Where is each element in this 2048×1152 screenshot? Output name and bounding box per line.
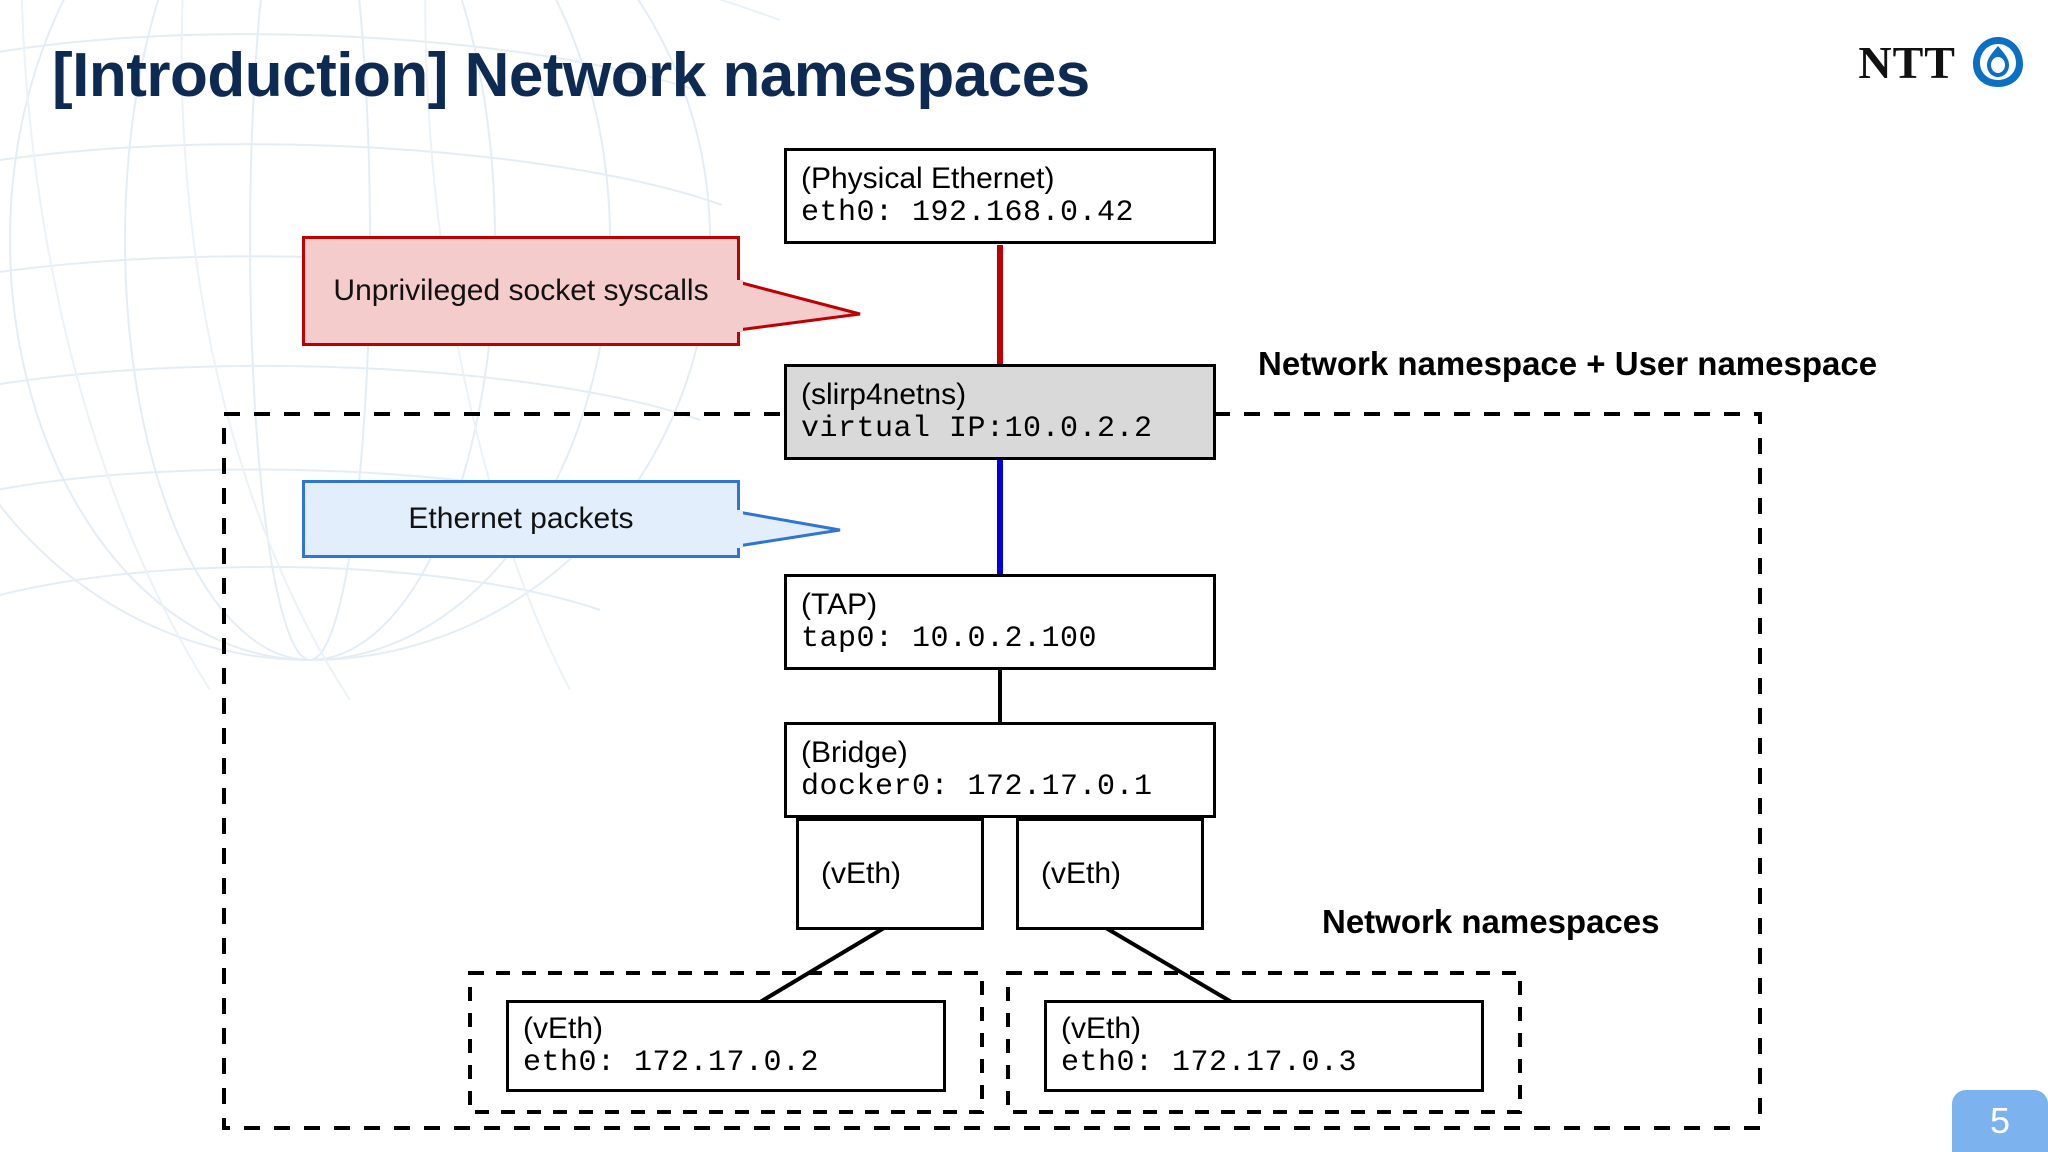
callout-unprivileged-socket-syscalls[interactable]: Unprivileged socket syscalls bbox=[302, 236, 862, 346]
page-title: [Introduction] Network namespaces bbox=[52, 41, 1090, 110]
node-slirp4netns-kind: (slirp4netns) bbox=[801, 377, 967, 411]
node-container-left[interactable]: (vEth) eth0: 172.17.0.2 bbox=[506, 1000, 946, 1092]
node-tap[interactable]: (TAP) tap0: 10.0.2.100 bbox=[784, 574, 1216, 670]
label-outer-namespace: Network namespace + User namespace bbox=[1258, 345, 1878, 382]
node-tap-address: tap0: 10.0.2.100 bbox=[801, 622, 1098, 656]
node-slirp4netns[interactable]: (slirp4netns) virtual IP:10.0.2.2 bbox=[784, 364, 1216, 460]
node-veth-host-left-kind: (vEth) bbox=[821, 857, 902, 891]
node-physical-ethernet-kind: (Physical Ethernet) bbox=[801, 161, 1055, 195]
node-veth-host-left[interactable]: (vEth) bbox=[796, 818, 984, 930]
node-bridge-kind: (Bridge) bbox=[801, 735, 908, 769]
ntt-logo: NTT bbox=[1858, 34, 2026, 90]
node-tap-kind: (TAP) bbox=[801, 587, 878, 621]
node-container-right[interactable]: (vEth) eth0: 172.17.0.3 bbox=[1044, 1000, 1484, 1092]
ntt-wordmark: NTT bbox=[1858, 36, 1956, 88]
node-bridge-address: docker0: 172.17.0.1 bbox=[801, 770, 1153, 804]
node-container-left-kind: (vEth) bbox=[523, 1011, 604, 1045]
label-inner-namespaces: Network namespaces bbox=[1322, 903, 1660, 940]
callout-ethernet-body: Ethernet packets bbox=[302, 480, 740, 558]
node-slirp4netns-address: virtual IP:10.0.2.2 bbox=[801, 412, 1153, 446]
callout-ethernet-packets[interactable]: Ethernet packets bbox=[302, 480, 842, 558]
outer-namespace-boundary bbox=[222, 412, 1762, 1130]
node-bridge[interactable]: (Bridge) docker0: 172.17.0.1 bbox=[784, 722, 1216, 818]
inner-namespace-boundary-right bbox=[1006, 971, 1522, 1114]
node-physical-ethernet[interactable]: (Physical Ethernet) eth0: 192.168.0.42 bbox=[784, 148, 1216, 244]
node-physical-ethernet-address: eth0: 192.168.0.42 bbox=[801, 196, 1135, 230]
node-veth-host-right-kind: (vEth) bbox=[1041, 857, 1122, 891]
node-container-right-kind: (vEth) bbox=[1061, 1011, 1142, 1045]
node-container-left-address: eth0: 172.17.0.2 bbox=[523, 1046, 820, 1080]
callout-unprivileged-body: Unprivileged socket syscalls bbox=[302, 236, 740, 346]
ntt-swirl-icon bbox=[1973, 37, 2023, 87]
page-number-badge: 5 bbox=[1952, 1090, 2048, 1152]
inner-namespace-boundary-left bbox=[468, 971, 984, 1114]
node-container-right-address: eth0: 172.17.0.3 bbox=[1061, 1046, 1358, 1080]
node-veth-host-right[interactable]: (vEth) bbox=[1016, 818, 1204, 930]
